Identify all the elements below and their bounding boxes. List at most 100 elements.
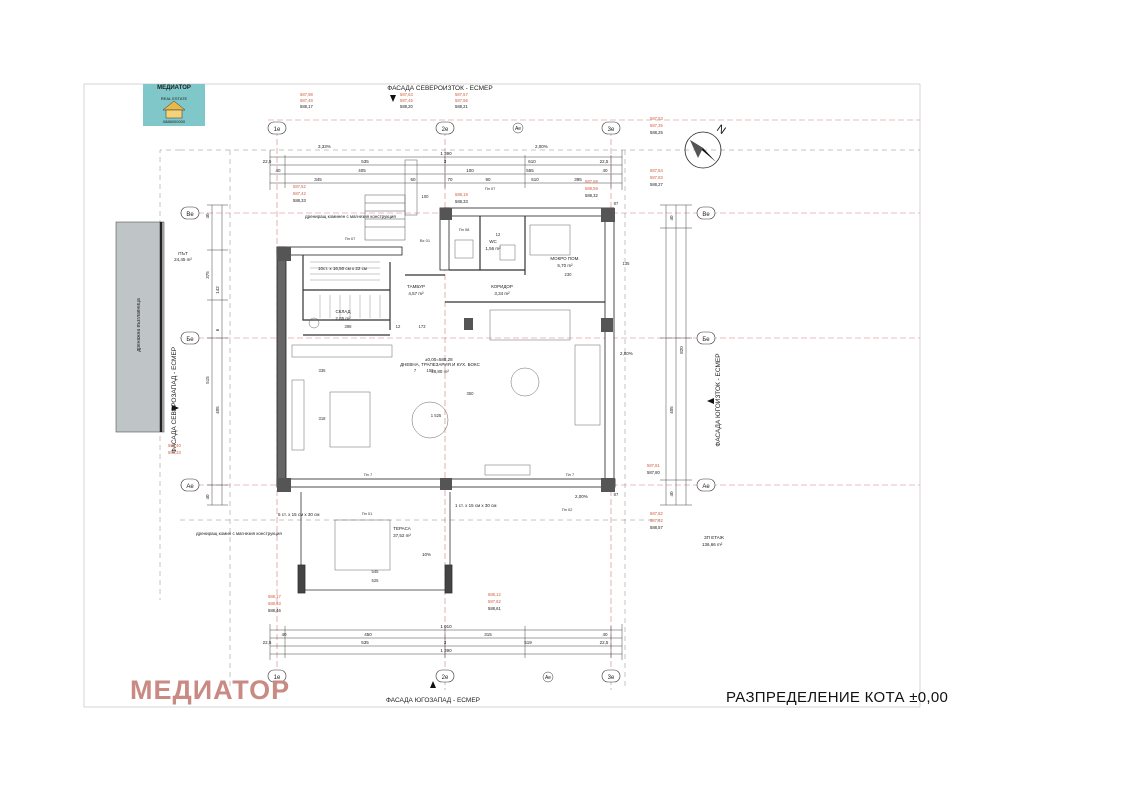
axis-bottom-2: 2е [442,675,449,681]
room-wet-name: МОКРО ПОМ. [550,256,579,261]
axis-left-b: Бе [186,337,194,343]
room-storage-name: СКЛАД [335,309,350,314]
facade-bottom-label: ФАСАДА ЮГОЗАПАД - ЕСМЕР [386,697,480,704]
house-icon [162,100,186,119]
idim-14: 545 [372,569,380,574]
idim-1: 12 [396,324,401,329]
svg-text:587,52: 587,52 [293,184,306,189]
stairs [310,261,381,318]
sheet-frame [83,83,921,708]
room-path-area: 24,45 m² [174,257,192,262]
dim-left-6: 40 [205,494,210,500]
svg-text:588,27: 588,27 [650,182,663,187]
idim-6: 335 [319,368,327,373]
axis-top-1: 1е [274,127,281,133]
svg-text:587,63: 587,63 [400,92,413,97]
dim-left-1: 375 [205,271,210,279]
dim-top-r3-4: 510 [531,177,539,182]
dim-top-r3-3: 90 [485,177,491,182]
dim-top-r2-2: 100 [466,168,474,173]
dim-left-0: 40 [205,213,210,219]
dim-bottom-r1-3: 40 [602,632,608,637]
entry-stair-note: 1 ст. х 15 см х 30 см [455,503,497,508]
axis-grid [180,119,920,690]
dim-bottom-inner: 1 010 [440,624,452,629]
room-wet-area: 5,70 m² [557,263,573,268]
wtag-5: Пп 7 [566,472,575,477]
section-mark-top: Ае [515,126,521,132]
facade-top-label: ФАСАДА СЕВЕРОИЗТОК - ЕСМЕР [387,85,492,92]
svg-text:587,53: 587,53 [650,116,663,121]
axis-bottom-1: 1е [274,675,281,681]
wtag-7: Пп 07 [345,236,356,241]
facade-right-label: ФАСАДА ЮГОИЗТОК - ЕСМЕР [715,353,722,446]
room-terrace-name: ТЕРАСА [393,526,411,531]
dim-top-r1-4: 22,5 [600,159,609,164]
bottom-dim-texts: 1 010 40 450 315 40 22,5 535 3 519 22,5 … [263,624,609,653]
dim-bottom-r1-0: 40 [281,632,287,637]
sheet-title: РАЗПРЕДЕЛЕНИЕ КОТА ±0,00 [726,689,949,706]
wtag-3: Пп 08 [459,227,470,232]
svg-text:587,57: 587,57 [455,92,468,97]
svg-text:588,17: 588,17 [300,104,313,109]
room-vestibule-area: 4,57 m² [408,291,424,296]
slope-2: 2,80% [620,351,633,356]
logo: МЕДИАТОР REAL ESTATE 0888000000 [143,84,205,126]
svg-text:587,40: 587,40 [168,443,181,448]
room-wc-name: WC [489,239,497,244]
svg-text:587,62: 587,62 [650,518,663,523]
axis-right-b: Бе [702,337,710,343]
dim-top-r1-2: 3 [444,159,447,164]
svg-text:588,32: 588,32 [585,193,598,198]
svg-text:587,83: 587,83 [650,175,663,180]
svg-text:588,33: 588,33 [293,198,306,203]
axis-right-a: Ае [702,484,710,490]
dim-right-3: 40 [669,491,674,497]
north-arrow [684,131,722,169]
idim-11: 135 [623,261,631,266]
dim-top-r3-1: 60 [410,177,416,182]
floor-note-area: 136,66 m² [702,542,723,547]
room-path-name: ПЪТ [178,251,188,256]
dim-bottom-r1-2: 315 [484,632,492,637]
slope-5: 2,00% [575,494,588,499]
svg-text:588,17: 588,17 [268,594,281,599]
svg-text:588,46: 588,46 [268,608,281,613]
bottom-dimensions [269,624,623,660]
room-vestibule-name: ТАМБУР [407,284,425,289]
slope-3: 10% [422,552,431,557]
svg-text:587,62: 587,62 [488,599,501,604]
left-dim-texts: 40 375 142 6 515 405 40 [205,213,220,500]
dim-left-3: 6 [215,328,220,331]
axis-bottom-3: 3е [608,675,615,681]
svg-text:588,57: 588,57 [650,525,663,530]
watermark: МЕДИАТОР [130,675,291,705]
dim-left-4: 515 [205,376,210,384]
room-terrace-area: 37,52 m² [393,533,411,538]
north-label: N [714,123,727,137]
dim-bottom-r2-1: 535 [361,640,369,645]
dim-top-r2-4: 40 [602,168,608,173]
dim-left-2: 142 [215,286,220,294]
logo-code: 0888000000 [162,119,186,124]
idim-15: 525 [372,578,380,583]
right-dimensions [660,204,692,506]
dim-top-r2-3: 555 [526,168,534,173]
dim-top-r1-0: 22,5 [263,159,272,164]
idim-16: 12 [496,232,501,237]
top-dim-texts: 1 390 22,5 535 3 610 22,5 40 405 100 555… [263,151,609,182]
slope-1: 3,33% [318,144,331,149]
idim-5: 350 [467,391,475,396]
axis-top-2: 2е [442,127,449,133]
axis-left-v: Ве [186,212,194,218]
partitions [302,216,605,336]
dim-bottom-r1-1: 450 [364,632,372,637]
svg-text:588,19: 588,19 [455,192,468,197]
idim-7: 318 [319,416,327,421]
dim-right-1: 820 [679,346,684,354]
svg-text:587,81: 587,81 [647,463,660,468]
